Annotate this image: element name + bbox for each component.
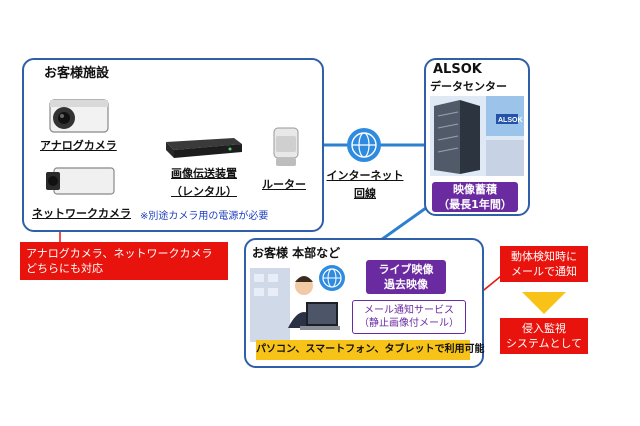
customer-facility-title: お客様施設 — [44, 66, 110, 81]
compat-callout: アナログカメラ、ネットワークカメラ どちらにも対応 — [20, 242, 228, 280]
device-name: 画像伝送装置 — [171, 167, 237, 180]
internet-label: インターネット 回線 — [325, 167, 405, 201]
headquarters-title: お客様 本部など — [252, 246, 341, 260]
data-center-photo: ALSOK — [430, 96, 524, 176]
transmission-device-label: 画像伝送装置 （レンタル） — [170, 165, 238, 199]
compat-line2: どちらにも対応 — [26, 262, 103, 275]
data-center-title1: ALSOK — [433, 62, 482, 77]
devices-note-bar: パソコン、スマートフォン、タブレットで利用可能 — [256, 340, 485, 360]
down-arrow-icon — [522, 292, 566, 314]
live-video-box: ライブ映像 過去映像 — [366, 260, 446, 294]
transmission-device-icon — [166, 138, 242, 158]
live-line1: ライブ映像 — [378, 263, 434, 276]
power-note: ※別途カメラ用の電源が必要 — [140, 211, 269, 222]
data-center-title2: データセンター — [430, 80, 507, 93]
storage-box: 映像蓄積 （最長1年間） — [432, 182, 518, 212]
compat-line1: アナログカメラ、ネットワークカメラ — [26, 247, 213, 260]
storage-line1: 映像蓄積 — [453, 183, 497, 196]
intrusion-line2: システムとして — [505, 337, 583, 350]
office-person-icon — [250, 268, 340, 342]
analog-camera-label: アナログカメラ — [40, 139, 117, 152]
internet-line1: インターネット — [326, 169, 404, 182]
network-camera-icon — [46, 167, 115, 195]
router-icon — [273, 127, 299, 166]
intrusion-line1: 侵入監視 — [522, 322, 566, 335]
device-note: （レンタル） — [171, 185, 237, 198]
detect-callout: 動体検知時に メールで通知 — [500, 246, 588, 282]
hq-globe-icon — [319, 265, 345, 291]
detect-line2: メールで通知 — [511, 265, 577, 278]
internet-globe-icon — [347, 128, 381, 162]
intrusion-callout: 侵入監視 システムとして — [500, 318, 588, 354]
mail-line2: （静止画像付メール） — [359, 318, 459, 329]
alsok-logo: ALSOK — [498, 117, 523, 124]
live-line2: 過去映像 — [384, 278, 428, 291]
mail-notification-box: メール通知サービス （静止画像付メール） — [352, 300, 466, 334]
analog-camera-icon — [49, 99, 109, 133]
internet-line2: 回線 — [354, 187, 376, 200]
storage-line2: （最長1年間） — [438, 198, 512, 211]
network-camera-label: ネットワークカメラ — [32, 207, 131, 220]
mail-line1: メール通知サービス — [364, 305, 454, 316]
router-label: ルーター — [262, 178, 306, 191]
detect-line1: 動体検知時に — [511, 250, 577, 263]
